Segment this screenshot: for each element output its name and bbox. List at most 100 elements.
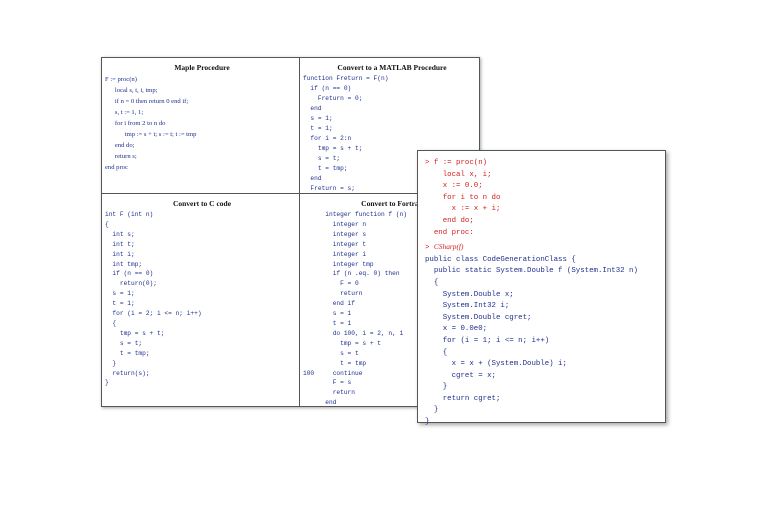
code-line: end proc (105, 164, 128, 171)
code-line: end if (303, 300, 355, 308)
code-line: integer t (303, 240, 367, 248)
code-line: s, t := 1, 1; (105, 109, 144, 116)
maple-title: Maple Procedure (174, 63, 230, 72)
code-line: int F (int n) (105, 211, 154, 218)
code-line: } (425, 383, 448, 392)
maple-worksheet-panel: > f := proc(n) local x, i; x := 0.0; for… (417, 150, 666, 426)
code-line: end (303, 399, 337, 407)
code-line: public static System.Double f (System.In… (425, 267, 638, 276)
matlab-code: function Freturn = F(n) if (n == 0) Fret… (303, 74, 481, 194)
code-line: { (105, 220, 109, 228)
code-line: t = tmp; (105, 349, 150, 357)
code-line: F = 0 (303, 280, 359, 288)
code-line: do 100, i = 2, n, 1 (303, 329, 404, 337)
fortran-title: Convert to Fortran (361, 199, 423, 208)
code-line: t = 1; (105, 300, 135, 308)
code-line: 100 continue (303, 369, 363, 377)
fortran-cell: Convert to Fortran integer function f (n… (300, 194, 481, 408)
code-line: { (425, 278, 439, 287)
code-line: x = 0.0e0; (425, 325, 488, 334)
code-line: x := 0.0; (425, 182, 483, 191)
table-divider-vertical (299, 58, 300, 406)
code-line: function Freturn = F(n) (303, 75, 389, 82)
code-line: } (425, 406, 439, 415)
code-line: if (n == 0) (105, 270, 154, 278)
code-line: Freturn = 0; (303, 95, 363, 102)
code-line: cgret = x; (425, 371, 496, 380)
code-line: end proc: (425, 228, 474, 237)
csharp-call: CSharp(f) (433, 242, 464, 252)
code-line: s = t (303, 349, 359, 357)
code-line: return cgret; (425, 394, 501, 403)
code-line: end (303, 105, 322, 112)
code-line: F = s (303, 379, 352, 387)
code-line: x := x + i; (425, 205, 501, 214)
code-line: return (303, 389, 355, 397)
code-line: { (425, 348, 448, 357)
c-cell: Convert to C code int F (int n) { int s; … (102, 194, 299, 408)
code-line: for (i = 1; i <= n; i++) (425, 336, 550, 345)
code-line: tmp = s + t; (303, 145, 363, 152)
code-line: x = x + (System.Double) i; (425, 360, 567, 369)
code-line: int tmp; (105, 260, 143, 268)
fortran-code: integer function f (n) integer n integer… (303, 210, 481, 408)
code-line: integer n (303, 220, 367, 228)
code-conversion-table: Maple Procedure F := proc(n) local s, t,… (101, 57, 480, 407)
code-line: int t; (105, 240, 135, 248)
code-line: for (i = 2; i <= n; i++) (105, 310, 202, 318)
table-divider-horizontal (102, 193, 479, 194)
csharp-command: > CSharp(f) (425, 241, 665, 255)
code-line: return (303, 290, 363, 298)
code-line: local s, t, i, tmp; (105, 87, 158, 94)
code-line: s = t; (105, 339, 143, 347)
code-line: integer s (303, 230, 367, 238)
code-line: System.Double cgret; (425, 313, 532, 322)
code-line: public class CodeGenerationClass { (425, 255, 576, 264)
c-code: int F (int n) { int s; int t; int i; int … (105, 210, 299, 388)
maple-code: F := proc(n) local s, t, i, tmp; if n = … (105, 74, 299, 173)
code-line: s = 1; (303, 115, 333, 122)
code-line: Freturn = s; (303, 185, 355, 192)
code-line: if n = 0 then return 0 end if; (105, 98, 189, 105)
code-line: end (303, 175, 322, 182)
code-line: System.Double x; (425, 290, 514, 299)
matlab-cell: Convert to a MATLAB Procedure function F… (300, 58, 481, 193)
code-line: t = 1; (303, 125, 333, 132)
code-line: t = 1 (303, 319, 352, 327)
csharp-output-code: public class CodeGenerationClass { publi… (425, 255, 665, 429)
code-line: System.Int32 i; (425, 302, 510, 311)
maple-input-code: > f := proc(n) local x, i; x := 0.0; for… (425, 158, 665, 239)
code-line: } (105, 359, 117, 367)
code-line: > f := proc(n) (425, 159, 488, 167)
code-line: s = 1; (105, 290, 135, 298)
code-line: return(0); (105, 280, 157, 288)
code-line: int i; (105, 250, 135, 258)
matlab-title: Convert to a MATLAB Procedure (337, 63, 447, 72)
code-line: s = t; (303, 155, 341, 162)
code-line: if (n .eq. 0) then (303, 270, 400, 278)
code-line: tmp = s + t (303, 339, 381, 347)
code-line: integer function f (n) (303, 211, 407, 218)
code-line: end do; (105, 142, 135, 149)
code-line: } (105, 379, 109, 387)
code-line: integer i (303, 250, 367, 258)
code-line: F := proc(n) (105, 76, 137, 83)
code-line: s = 1 (303, 310, 352, 318)
c-title: Convert to C code (172, 199, 232, 208)
code-line: for i from 2 to n do (105, 120, 166, 127)
prompt-symbol: > (425, 244, 434, 253)
code-line: end do; (425, 216, 474, 225)
code-line: { (105, 319, 117, 327)
maple-cell: Maple Procedure F := proc(n) local s, t,… (102, 58, 299, 193)
code-line: t = tmp (303, 359, 367, 367)
code-line: return s; (105, 153, 137, 160)
code-line: tmp := s + t; s := t; t := tmp (105, 131, 197, 138)
code-line: integer tmp (303, 260, 374, 268)
code-line: } (425, 418, 430, 427)
code-line: tmp = s + t; (105, 329, 165, 337)
code-line: if (n == 0) (303, 85, 352, 92)
code-line: t = tmp; (303, 165, 348, 172)
code-line: int s; (105, 230, 135, 238)
code-line: local x, i; (425, 170, 492, 179)
code-line: for i = 2:n (303, 135, 352, 142)
